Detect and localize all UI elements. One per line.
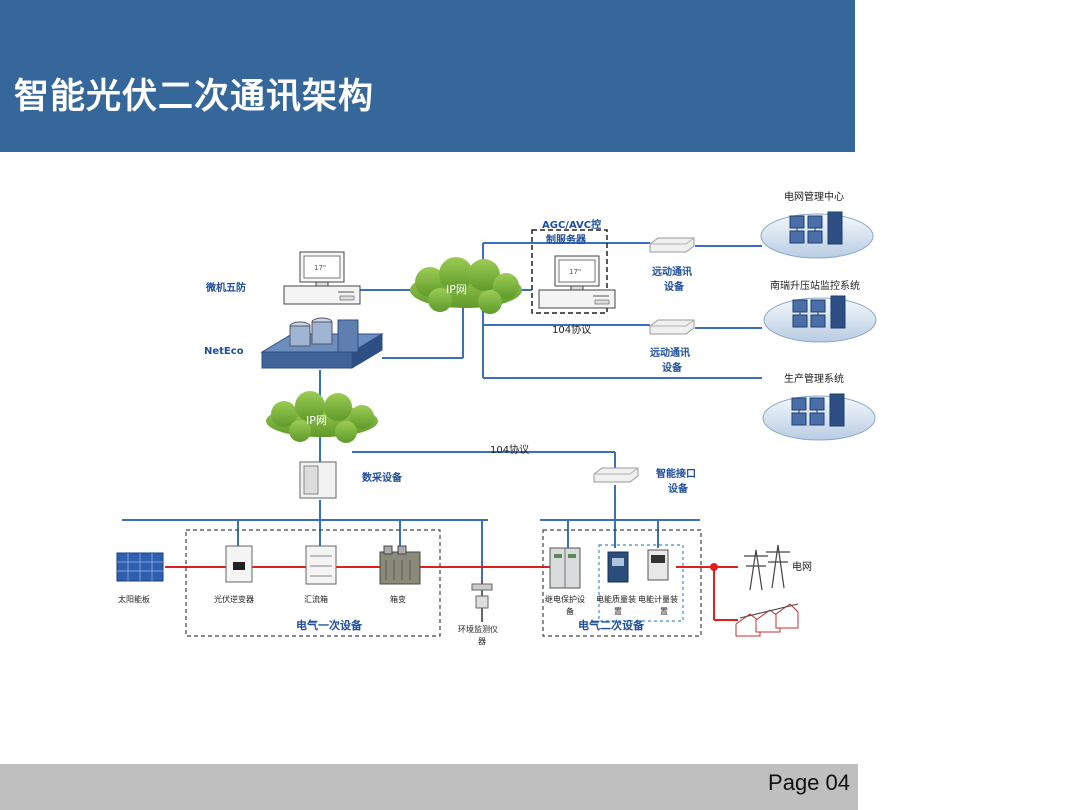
- protocol-104-top: 104协议: [552, 323, 591, 336]
- nanrui-system: [763, 295, 877, 343]
- page-number: Page 04: [768, 770, 850, 795]
- primary-equipment-box: [185, 529, 441, 637]
- smart-interface-line2: 设备: [668, 482, 689, 495]
- grid-center-system: [760, 211, 874, 259]
- ip-cloud-mid: [266, 391, 378, 443]
- inverter: [225, 545, 253, 583]
- solar-panel: [116, 552, 164, 582]
- metering-group-box: [598, 544, 684, 622]
- nanrui-label: 南瑞升压站监控系统: [770, 279, 860, 292]
- protocol-104-mid: 104协议: [490, 443, 529, 456]
- metering-line1: 电能计量装: [638, 594, 678, 604]
- data-collector-label: 数采设备: [362, 471, 403, 484]
- ip-net-top-label: IP网: [446, 283, 467, 296]
- remote-comm-2-line2: 设备: [662, 361, 683, 374]
- remote-comm-2-line1: 远动通讯: [650, 346, 690, 359]
- network-lines: [122, 242, 762, 580]
- grid-label: 电网: [792, 560, 812, 573]
- production-system: [762, 393, 876, 441]
- wufang-pc: [283, 251, 361, 305]
- page-title: 智能光伏二次通讯架构: [14, 77, 375, 117]
- relay-line1: 继电保护设: [545, 594, 585, 604]
- relay-line2: 备: [566, 606, 574, 616]
- remote-comm-router-2: [649, 319, 695, 335]
- wufang-label: 微机五防: [205, 281, 246, 294]
- quality-line2: 置: [614, 607, 622, 616]
- agc-label-line2: 制服务器: [546, 233, 587, 246]
- grid-center-label: 电网管理中心: [784, 190, 844, 203]
- env-monitor-line2: 器: [478, 637, 486, 646]
- combiner-label: 汇流箱: [304, 594, 328, 604]
- remote-comm-1-line2: 设备: [664, 280, 685, 293]
- ip-net-mid-label: IP网: [306, 414, 327, 427]
- agc-pc: [538, 255, 616, 309]
- env-monitor-line1: 环境监测仪: [458, 624, 498, 634]
- power-line: [165, 563, 738, 621]
- neteco-server: [260, 317, 384, 369]
- production-label: 生产管理系统: [784, 372, 844, 385]
- quality-line1: 电能质量装: [596, 594, 636, 604]
- agc-server-box: [531, 229, 608, 314]
- secondary-equipment-label: 电气二次设备: [578, 618, 645, 632]
- smart-interface-line1: 智能接口: [656, 467, 696, 480]
- energy-meter: [647, 549, 669, 581]
- box-transformer: [379, 545, 421, 585]
- substations-icon: [735, 603, 799, 637]
- remote-comm-1-line1: 远动通讯: [652, 265, 692, 278]
- footer-bar: Page 04: [0, 764, 858, 810]
- transmission-tower-icon: [744, 544, 790, 591]
- metering-line2: 置: [660, 607, 668, 616]
- solar-panel-label: 太阳能板: [118, 594, 150, 604]
- primary-equipment-label: 电气一次设备: [296, 618, 363, 632]
- smart-interface-router: [593, 467, 639, 483]
- title-bar: 智能光伏二次通讯架构: [0, 0, 855, 152]
- transformer-label: 箱变: [390, 594, 406, 604]
- neteco-label: NetEco: [204, 346, 244, 357]
- env-monitor: [471, 580, 493, 622]
- ip-cloud-top: [410, 257, 522, 314]
- inverter-label: 光伏逆变器: [214, 594, 254, 604]
- power-quality-device: [607, 551, 629, 583]
- combiner-box: [305, 545, 337, 585]
- relay-protection-cabinet: [549, 547, 581, 589]
- remote-comm-router-1: [649, 237, 695, 253]
- agc-label-line1: AGC/AVC控: [542, 218, 601, 231]
- secondary-equipment-box: [542, 529, 702, 637]
- data-collector: [299, 461, 337, 499]
